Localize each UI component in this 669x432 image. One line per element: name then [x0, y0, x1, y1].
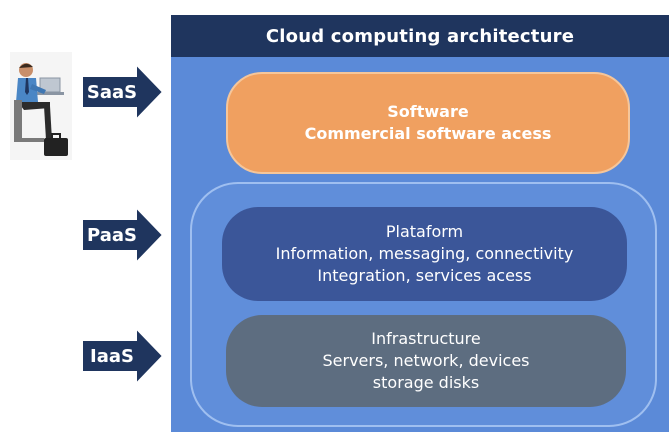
- arrow-right-icon: [81, 326, 165, 386]
- iaas-label: IaaS: [90, 345, 134, 367]
- platform-title: Plataform: [385, 222, 464, 241]
- platform-line-1: Information, messaging, connectivity: [275, 244, 574, 263]
- platform-layer: Plataform Information, messaging, connec…: [222, 207, 627, 301]
- iaas-arrow: IaaS: [80, 326, 165, 386]
- arrow-right-icon: [81, 62, 165, 122]
- platform-line-2: Integration, services acess: [317, 266, 532, 285]
- software-title: Software: [387, 102, 469, 121]
- saas-arrow: SaaS: [80, 62, 165, 122]
- panel-title: Cloud computing architecture: [171, 15, 669, 57]
- paas-arrow: PaaS: [80, 205, 165, 265]
- software-layer: Software Commercial software acess: [226, 72, 630, 174]
- infrastructure-layer: Infrastructure Servers, network, devices…: [226, 315, 626, 407]
- arrow-right-icon: [81, 205, 165, 265]
- saas-label: SaaS: [86, 81, 138, 103]
- user-at-computer-icon: [10, 52, 72, 160]
- infrastructure-title: Infrastructure: [371, 329, 481, 348]
- infrastructure-line-1: Servers, network, devices: [322, 351, 530, 370]
- paas-label: PaaS: [87, 224, 137, 246]
- software-description: Commercial software acess: [304, 124, 552, 143]
- infrastructure-line-2: storage disks: [372, 373, 480, 392]
